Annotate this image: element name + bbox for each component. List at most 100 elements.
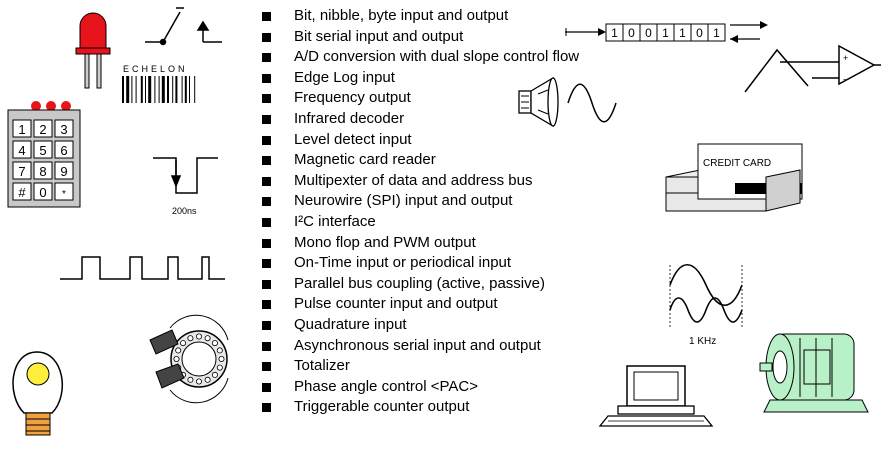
bit-label: 0	[696, 26, 703, 40]
credit-card-reader-icon	[665, 143, 803, 212]
bit-cell: 0	[622, 23, 641, 42]
bullet-icon	[262, 259, 271, 269]
keypad-key: #	[12, 182, 32, 201]
keypad-key-label: 7	[18, 164, 25, 179]
keypad-key-label: 0	[39, 185, 46, 200]
keypad-key: 0	[33, 182, 53, 201]
switch-icon	[145, 7, 222, 46]
bullet-icon	[262, 32, 271, 42]
encoder-slot	[216, 364, 223, 371]
list-item: Totalizer	[262, 356, 579, 377]
keypad-key-label: #	[18, 185, 26, 200]
bit-label: 1	[611, 26, 618, 40]
bullet-icon	[262, 300, 271, 310]
keypad-key-label: 4	[18, 143, 25, 158]
list-item: Bit, nibble, byte input and output	[262, 6, 579, 27]
light-bulb-icon	[12, 351, 64, 436]
encoder-slot	[216, 347, 223, 354]
list-item: Neurowire (SPI) input and output	[262, 191, 579, 212]
list-item: On-Time input or periodical input	[262, 253, 579, 274]
list-item: Magnetic card reader	[262, 150, 579, 171]
encoder-slot	[187, 335, 194, 342]
list-item: Bit serial input and output	[262, 27, 579, 48]
bit-cell: 1	[605, 23, 624, 42]
bullet-icon	[262, 53, 271, 63]
bullet-icon	[262, 73, 271, 83]
pulse-icon	[153, 157, 218, 194]
motor-icon	[759, 333, 869, 413]
frequency-label: 1 KHz	[689, 336, 716, 347]
encoder-slot	[180, 340, 187, 347]
list-item: Frequency output	[262, 88, 579, 109]
barcode-bar	[184, 76, 187, 103]
list-item: Multipexter of data and address bus	[262, 171, 579, 192]
barcode-bar	[175, 76, 178, 103]
keypad-key-label: 9	[60, 164, 67, 179]
barcode-label: ECHELON	[123, 64, 188, 74]
list-item: Asynchronous serial input and output	[262, 336, 579, 357]
list-item: Edge Log input	[262, 68, 579, 89]
bullet-icon	[262, 135, 271, 145]
bullet-icon	[262, 176, 271, 186]
list-item: I²C interface	[262, 212, 579, 233]
bullet-icon	[262, 12, 271, 21]
encoder-slot	[195, 378, 202, 385]
speaker-icon	[518, 76, 559, 128]
pulse-width-label: 200ns	[172, 206, 197, 216]
computer-icon	[598, 365, 714, 427]
barcode-bar	[154, 76, 156, 103]
encoder-slot	[187, 376, 194, 383]
keypad-key: 2	[33, 119, 53, 138]
keypad-key-label: 3	[60, 122, 67, 137]
bullet-icon	[262, 94, 271, 104]
keypad-key-label: *	[62, 189, 66, 200]
credit-card-label: CREDIT CARD	[703, 158, 771, 169]
keypad-key: 3	[54, 119, 74, 138]
bullet-icon	[262, 279, 271, 289]
keypad-key: 5	[33, 140, 53, 159]
encoder-icon	[149, 314, 229, 404]
bullet-icon	[262, 362, 271, 372]
list-item: Triggerable counter output	[262, 397, 579, 418]
barcode-bar	[167, 76, 169, 103]
keypad-key-label: 8	[39, 164, 46, 179]
svg-text:+: +	[843, 53, 848, 63]
barcode-bar	[189, 76, 190, 103]
keypad-key: *	[54, 182, 74, 201]
keypad-key-label: 2	[39, 122, 46, 137]
barcode-bar	[181, 76, 183, 103]
encoder-slot	[195, 333, 202, 340]
encoder-slot	[204, 376, 211, 383]
bullet-icon	[262, 114, 271, 124]
list-item: Quadrature input	[262, 315, 579, 336]
barcode-bar	[158, 76, 160, 103]
frequency-wave-icon	[567, 83, 617, 123]
bit-label: 1	[713, 26, 720, 40]
bullet-icon	[262, 341, 271, 351]
encoder-slot	[211, 371, 218, 378]
bit-label: 0	[628, 26, 635, 40]
list-item: Parallel bus coupling (active, passive)	[262, 274, 579, 295]
bullet-icon	[262, 382, 271, 392]
bit-label: 1	[679, 26, 686, 40]
barcode-bar	[122, 76, 124, 103]
barcode-bar	[145, 76, 146, 103]
keypad-key-label: 5	[39, 143, 46, 158]
bullet-icon	[262, 217, 271, 227]
list-item: Phase angle control <PAC>	[262, 377, 579, 398]
keypad-key: 4	[12, 140, 32, 159]
keypad-key: 6	[54, 140, 74, 159]
keypad-key: 7	[12, 161, 32, 180]
bit-cell: 1	[673, 23, 692, 42]
led-icon	[75, 12, 111, 89]
barcode-bar	[161, 76, 165, 103]
svg-text:−: −	[843, 75, 849, 86]
keypad-key: 9	[54, 161, 74, 180]
comparator-icon	[744, 44, 881, 93]
encoder-slot	[175, 347, 182, 354]
barcode-bar	[172, 76, 174, 103]
list-item: Infrared decoder	[262, 109, 579, 130]
